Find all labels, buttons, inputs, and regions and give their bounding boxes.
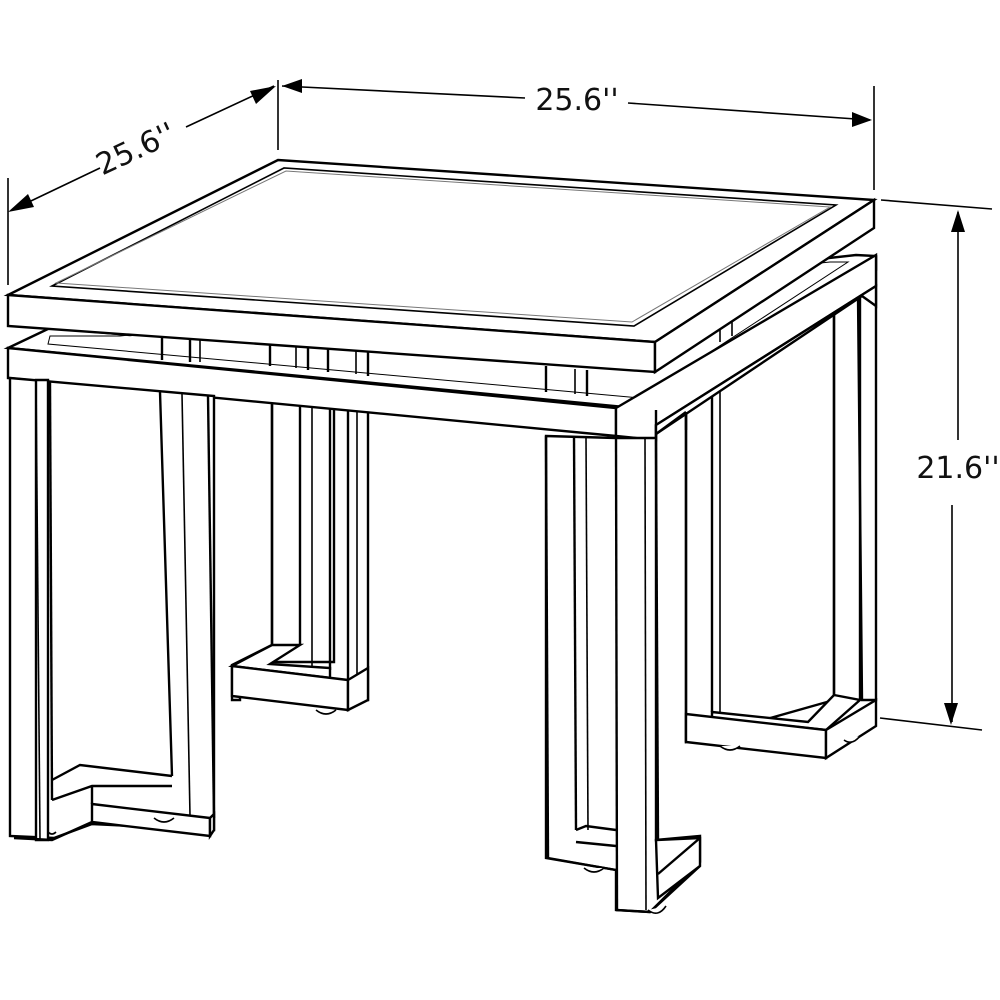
back-left-leg [228,398,370,715]
arrow-left-icon [282,79,302,93]
arrow-down-icon [944,703,958,725]
apron-slats [160,322,733,396]
arrow-right-icon [250,86,276,104]
table-top [3,158,878,375]
depth-dimension [7,80,279,285]
front-left-leg [8,376,216,842]
foot-glide [647,905,667,914]
front-right-leg [544,283,878,914]
glass-inset [49,167,839,327]
height-dimension [879,199,993,731]
foot-glide [719,745,741,751]
arrow-up-icon [951,210,965,232]
height-label: 21.6'' [916,451,999,486]
width-dimension [281,79,875,190]
foot-glide [47,831,57,835]
depth-label: 25.6'' [91,116,181,183]
arrow-right-icon [852,112,872,127]
width-label: 25.6'' [535,83,618,118]
foot-glide [583,867,605,873]
arrow-left-icon [8,194,34,212]
foot-glide [153,817,175,823]
foot-glide [315,709,337,715]
foot-glide [843,735,861,744]
